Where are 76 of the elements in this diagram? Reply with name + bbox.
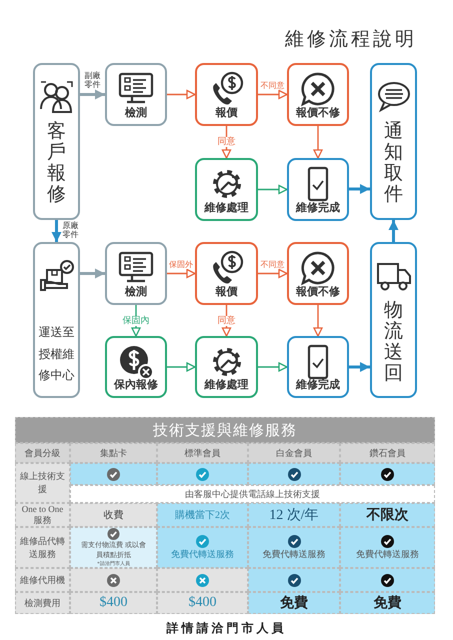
process-box [105,336,167,398]
node-label: 維修完成 [294,200,341,215]
edge-label: 原廠零件 [62,221,80,240]
cell-text: 12 次/年 [269,506,319,524]
cell-text: $400 [188,595,216,611]
process-box [195,158,258,221]
process-box [287,158,349,221]
cell-text: 會員分級 [24,446,60,460]
cell-text: 收費 [104,508,124,522]
node-label: 通知取件 [384,121,403,205]
process-box [33,63,80,220]
node-label: 報價不修 [295,105,341,120]
arrow [167,268,196,278]
process-box [33,242,80,398]
node-label: 檢測 [124,105,148,120]
arrow [52,220,62,242]
cell-text: One to One 服務 [20,504,64,526]
footer-note: 詳情請洽門市人員 [165,620,288,637]
cell-text: 免費代轉送服務 [356,548,419,560]
node-label: 維修處理 [203,200,250,215]
arrow [167,362,196,372]
arrow [258,268,288,278]
edge-label: 不同意 [260,80,286,90]
arrow [388,220,398,242]
edge-label: 副廠零件 [84,70,102,89]
title: 維修流程說明 [285,27,417,52]
cell-text: 免費代轉送服務 [171,548,234,560]
arrow [258,90,288,100]
node-label: 報價 [214,105,238,120]
node-label: 報價 [214,284,238,299]
arrow [80,268,105,278]
arrow [258,184,288,194]
node-label: 物流送回 [384,300,403,384]
cell-text: 標準會員 [184,446,220,460]
process-box [195,242,258,305]
process-box [105,63,167,126]
process-box [287,242,349,305]
cell-text: 不限次 [366,506,408,524]
edge-label: 保固內 [120,316,152,326]
arrow [349,184,370,194]
arrow [167,90,196,100]
process-box [287,336,349,398]
process-box [105,242,167,305]
cell-text: 線上技術支援 [19,470,66,496]
cell-text: $400 [100,595,128,611]
edge-label: 不同意 [260,260,286,269]
arrow [80,90,105,100]
cell-text: 技術支援與維修服務 [153,422,297,440]
cell-text: 免費 [374,594,402,612]
node-label: 報價不修 [295,284,341,299]
process-box [370,242,417,398]
cell-text: 白金會員 [276,446,312,460]
process-box [195,336,258,398]
cell-text: 集點卡 [100,446,127,460]
arrow [313,305,323,337]
cell-text: 維修代用機 [20,574,65,586]
node-label: 保內報修 [112,377,159,392]
arrow [313,126,323,159]
cell-text: 鑽石會員 [370,446,406,460]
arrow [349,362,370,372]
process-box [370,63,417,220]
process-box [195,63,258,126]
cell-text: 免費代轉送服務 [262,548,326,560]
node-label: 維修完成 [294,377,341,392]
cell-text: 檢測費用 [24,596,60,610]
cell-text: 維修品代轉送服務 [19,534,66,560]
node-label: 運送至授權維修中心 [38,324,76,384]
node-label: 檢測 [124,284,148,299]
node-label: 維修處理 [203,377,250,392]
process-box [287,63,349,126]
cell-text: 由客服中心提供電話線上技術支援 [185,488,320,500]
cell-text: 購機當下2次 [175,508,230,522]
node-label: 客戶報修 [47,121,66,205]
edge-label: 保固外 [168,260,194,269]
cell-text: 免費 [280,594,308,612]
arrow [258,362,288,372]
